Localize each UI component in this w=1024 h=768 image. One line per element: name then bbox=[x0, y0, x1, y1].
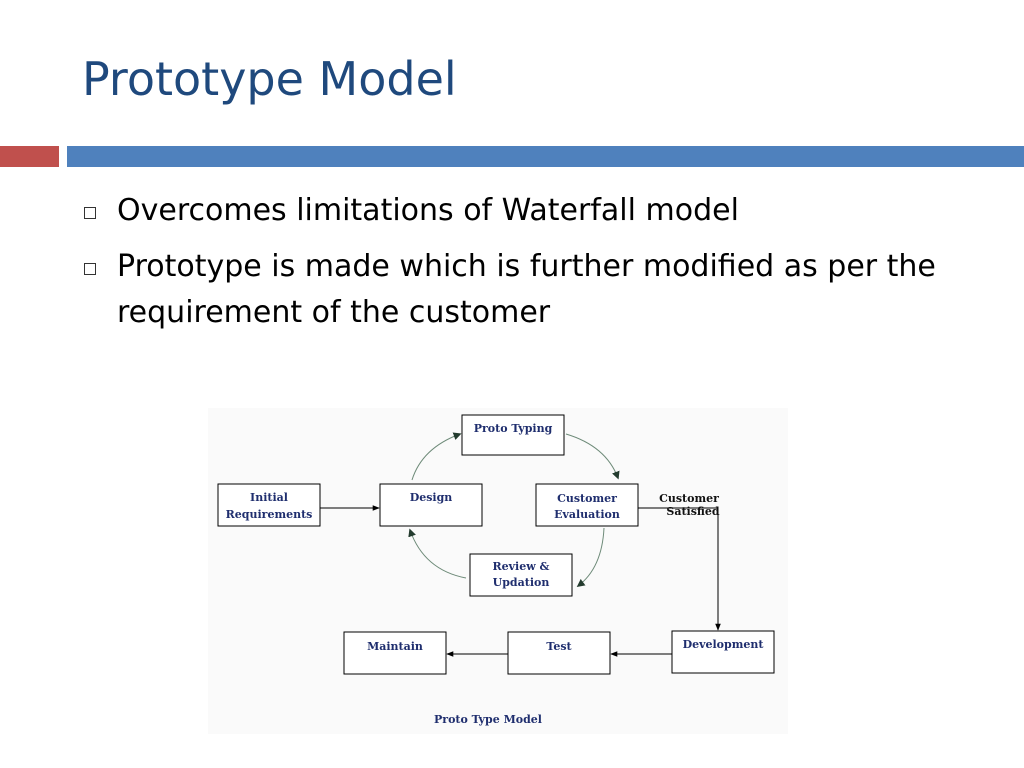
customer-evaluation-label: Customer bbox=[557, 492, 617, 505]
customer-evaluation-box bbox=[535, 483, 639, 527]
accent-bar-red bbox=[0, 146, 59, 167]
diagram-caption: Proto Type Model bbox=[434, 713, 542, 726]
accent-bar-blue bbox=[67, 146, 1024, 167]
review-updation-label: Review & bbox=[493, 560, 550, 573]
bullet-text: Prototype is made which is further modif… bbox=[117, 249, 936, 330]
maintain-box bbox=[343, 631, 447, 675]
prototype-model-diagram: Initial Requirements Design Proto Typing… bbox=[208, 408, 788, 734]
bullet-item: Overcomes limitations of Waterfall model bbox=[80, 188, 980, 234]
cycle-arrow-prototyping-to-evaluation bbox=[565, 433, 620, 480]
design-label: Design bbox=[410, 491, 453, 504]
bullet-text: Overcomes limitations of Waterfall model bbox=[117, 193, 739, 228]
bullet-item: Prototype is made which is further modif… bbox=[80, 244, 980, 336]
bullet-list: Overcomes limitations of Waterfall model… bbox=[80, 188, 980, 346]
customer-satisfied-label: Satisfied bbox=[666, 505, 720, 518]
test-box bbox=[507, 631, 611, 675]
cycle-arrow-evaluation-to-review bbox=[576, 527, 605, 587]
development-box bbox=[671, 630, 775, 674]
slide-title: Prototype Model bbox=[82, 52, 457, 106]
cycle-arrow-review-to-design bbox=[408, 528, 467, 579]
cycle-arrow-design-to-prototyping bbox=[411, 432, 462, 481]
initial-requirements-box bbox=[217, 483, 321, 527]
square-bullet-icon bbox=[84, 207, 96, 219]
design-box bbox=[379, 483, 483, 527]
initial-requirements-label: Requirements bbox=[226, 508, 313, 521]
test-label: Test bbox=[546, 640, 572, 653]
square-bullet-icon bbox=[84, 263, 96, 275]
review-updation-label: Updation bbox=[493, 576, 550, 589]
initial-requirements-label: Initial bbox=[250, 491, 288, 504]
proto-typing-label: Proto Typing bbox=[474, 422, 553, 435]
review-updation-box bbox=[469, 553, 573, 597]
customer-satisfied-label: Customer bbox=[659, 492, 719, 505]
development-label: Development bbox=[683, 638, 765, 651]
arrow-satisfied-to-development bbox=[638, 507, 721, 631]
customer-evaluation-label: Evaluation bbox=[554, 508, 620, 521]
proto-typing-box bbox=[461, 414, 565, 456]
maintain-label: Maintain bbox=[367, 640, 423, 653]
